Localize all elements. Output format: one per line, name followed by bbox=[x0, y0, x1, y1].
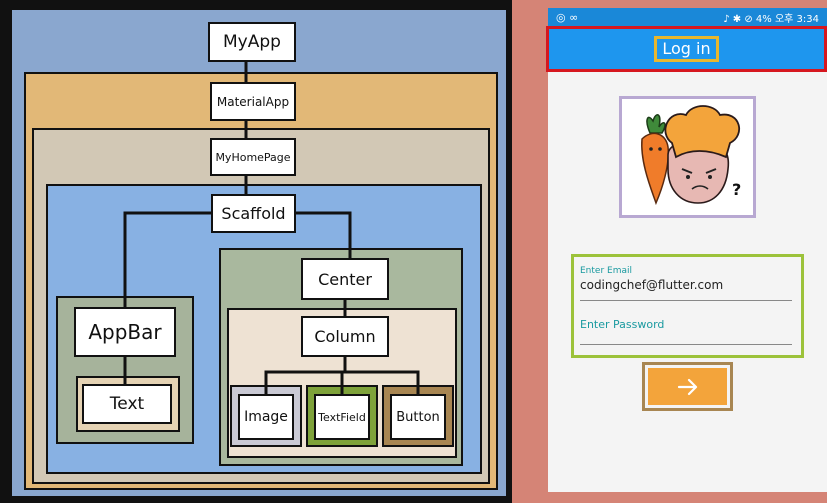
node-materialapp: MaterialApp bbox=[210, 82, 296, 121]
node-column: Column bbox=[301, 316, 389, 357]
node-myapp: MyApp bbox=[208, 22, 296, 62]
chef-image: ? bbox=[619, 96, 756, 218]
email-label: Enter Email bbox=[580, 266, 632, 276]
node-appbar: AppBar bbox=[74, 307, 176, 357]
arrow-right-icon bbox=[677, 378, 697, 395]
email-field[interactable]: codingchef@flutter.com bbox=[580, 278, 724, 292]
svg-text:?: ? bbox=[732, 180, 741, 199]
node-image: Image bbox=[238, 394, 294, 440]
connector-scaffold-appbar bbox=[123, 211, 211, 307]
node-button: Button bbox=[390, 394, 446, 440]
password-underline bbox=[580, 344, 792, 345]
status-left-icons: ◎ ∞ bbox=[556, 10, 579, 24]
node-scaffold: Scaffold bbox=[211, 194, 296, 233]
connector-scaffold-center bbox=[296, 211, 352, 258]
app-bar-title: Log in bbox=[654, 36, 719, 62]
status-bar: ◎ ∞ ♪ ✱ ⊘ 4% 오후 3:34 bbox=[548, 8, 827, 26]
status-right: ♪ ✱ ⊘ 4% 오후 3:34 bbox=[723, 13, 819, 25]
phone-screen bbox=[548, 8, 827, 492]
chef-illustration: ? bbox=[641, 105, 741, 206]
login-button[interactable] bbox=[648, 368, 727, 405]
node-center: Center bbox=[301, 258, 389, 300]
email-underline bbox=[580, 300, 792, 301]
tree-connectors bbox=[123, 62, 420, 394]
password-label: Enter Password bbox=[580, 318, 665, 331]
node-textfield: TextField bbox=[314, 394, 370, 440]
password-field[interactable] bbox=[580, 332, 792, 344]
node-text: Text bbox=[82, 384, 172, 424]
node-myhomepage: MyHomePage bbox=[210, 138, 296, 176]
app-bar: Log in bbox=[546, 26, 827, 72]
login-fields-box bbox=[571, 254, 804, 358]
